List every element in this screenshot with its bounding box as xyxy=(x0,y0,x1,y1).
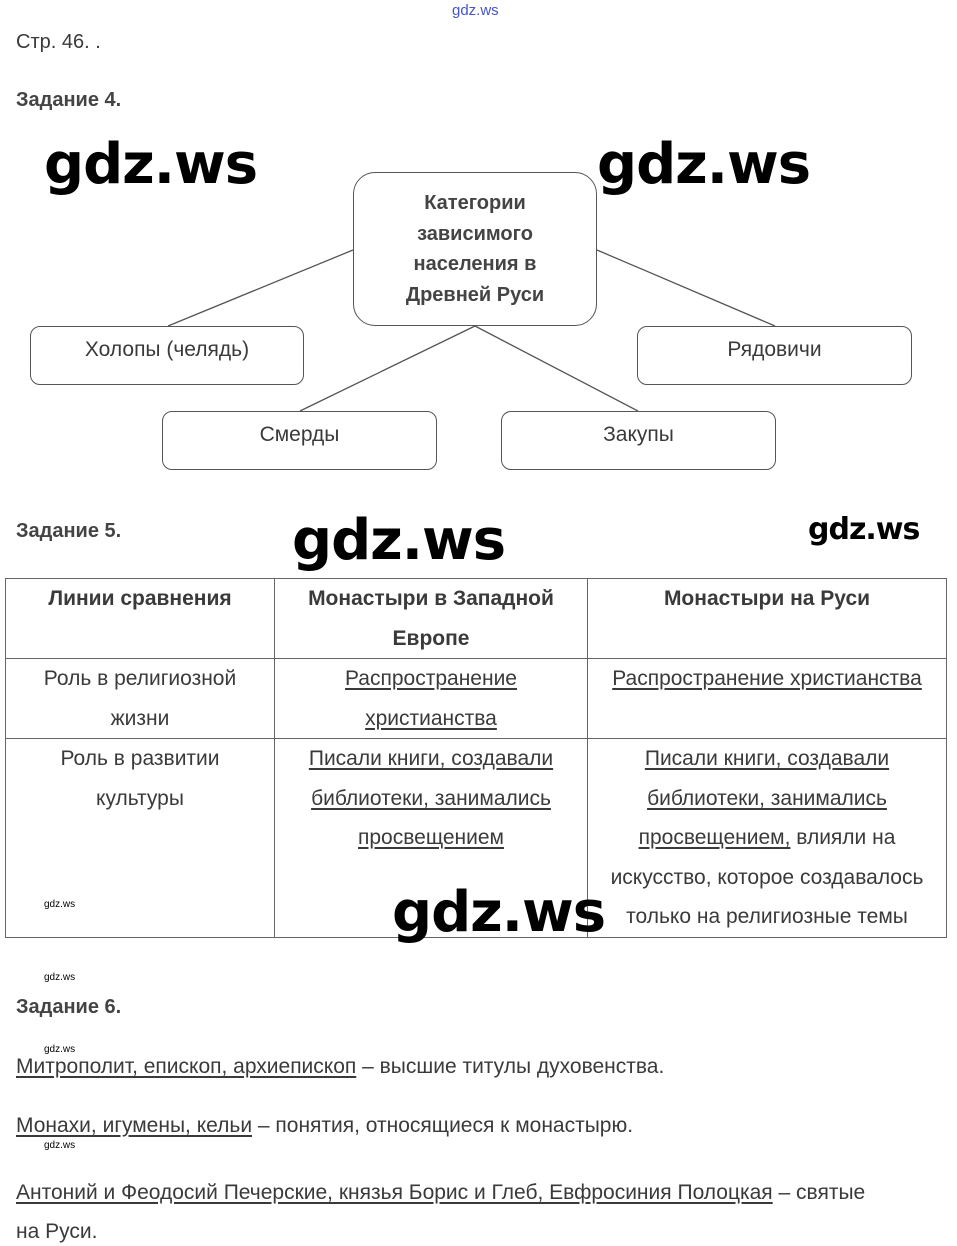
node-label: Холопы (челядь) xyxy=(84,338,250,361)
center-line: Категории xyxy=(424,192,526,214)
connector-line xyxy=(596,249,776,327)
cell-rus-rest: влияли на искусство, которое создавалось… xyxy=(610,826,924,928)
node-smerdy: Смерды xyxy=(162,411,437,470)
connector-line xyxy=(299,325,476,412)
task6-line: Антоний и Феодосий Печерские, князья Бор… xyxy=(16,1173,886,1246)
task5-title: Задание 5. xyxy=(16,520,122,542)
comparison-table: Линии сравнения Монастыри в Западной Евр… xyxy=(5,578,947,938)
node-ryadovichi: Рядовичи xyxy=(637,326,912,385)
node-label: Рядовичи xyxy=(727,338,822,361)
row-label-cell: Роль в развитии культуры gdz.ws xyxy=(5,738,275,938)
header-cell: Монастыри на Руси xyxy=(587,578,947,659)
cell-rus: Писали книги, создавали библиотеки, зани… xyxy=(638,747,890,849)
row-label: Роль в религиозной жизни xyxy=(5,658,275,739)
watermark: gdz.ws xyxy=(808,512,920,547)
table-row: Роль в религиозной жизни Распространение… xyxy=(5,658,947,739)
line-rest: – святые на Руси. xyxy=(16,1181,866,1243)
watermark: gdz.ws xyxy=(44,1044,76,1055)
task6-line: Митрополит, епископ, архиепископ – высши… xyxy=(16,1055,664,1079)
watermark: gdz.ws xyxy=(292,508,506,573)
table-row: Роль в развитии культуры gdz.ws Писали к… xyxy=(5,738,947,938)
center-line: Древней Руси xyxy=(405,283,545,306)
center-line: населения в xyxy=(413,253,537,275)
watermark-top: gdz.ws xyxy=(452,2,499,19)
watermark: gdz.ws xyxy=(44,972,76,983)
node-label: Закупы xyxy=(603,423,674,446)
node-zakupy: Закупы xyxy=(501,411,776,470)
table-header-row: Линии сравнения Монастыри в Западной Евр… xyxy=(5,578,947,659)
watermark: gdz.ws xyxy=(44,132,258,197)
task4-title: Задание 4. xyxy=(16,89,122,111)
node-label: Смерды xyxy=(259,423,340,446)
watermark: gdz.ws xyxy=(44,899,76,910)
connector-line xyxy=(167,249,354,327)
cell-west: Распространение христианства xyxy=(345,667,517,730)
diagram-connectors xyxy=(167,249,776,412)
task6-line: Монахи, игумены, кельи – понятия, относя… xyxy=(16,1114,633,1138)
page-reference: Стр. 46. . xyxy=(16,31,101,53)
line-rest: – понятия, относящиеся к монастырю. xyxy=(252,1114,634,1137)
underlined-answer: Антоний и Феодосий Печерские, князья Бор… xyxy=(16,1181,773,1204)
watermark: gdz.ws xyxy=(44,1140,76,1151)
cell-rus: Распространение христианства xyxy=(612,667,922,690)
underlined-answer: Митрополит, епископ, архиепископ xyxy=(16,1055,357,1078)
watermark: gdz.ws xyxy=(597,132,811,197)
center-line: зависимого xyxy=(417,222,533,245)
diagram-center-node: Категории зависимого населения в Древней… xyxy=(353,172,597,326)
line-rest: – высшие титулы духовенства. xyxy=(356,1055,665,1078)
cell-west: Писали книги, создавали библиотеки, зани… xyxy=(308,747,554,849)
header-cell: Линии сравнения xyxy=(5,578,275,659)
connector-line xyxy=(474,325,639,412)
watermark: gdz.ws xyxy=(392,880,606,945)
task6-title: Задание 6. xyxy=(16,996,122,1018)
underlined-answer: Монахи, игумены, кельи xyxy=(16,1114,253,1137)
node-holopy: Холопы (челядь) xyxy=(30,326,304,385)
row-label: Роль в развитии культуры xyxy=(60,747,220,810)
header-cell: Монастыри в Западной Европе xyxy=(274,578,588,659)
